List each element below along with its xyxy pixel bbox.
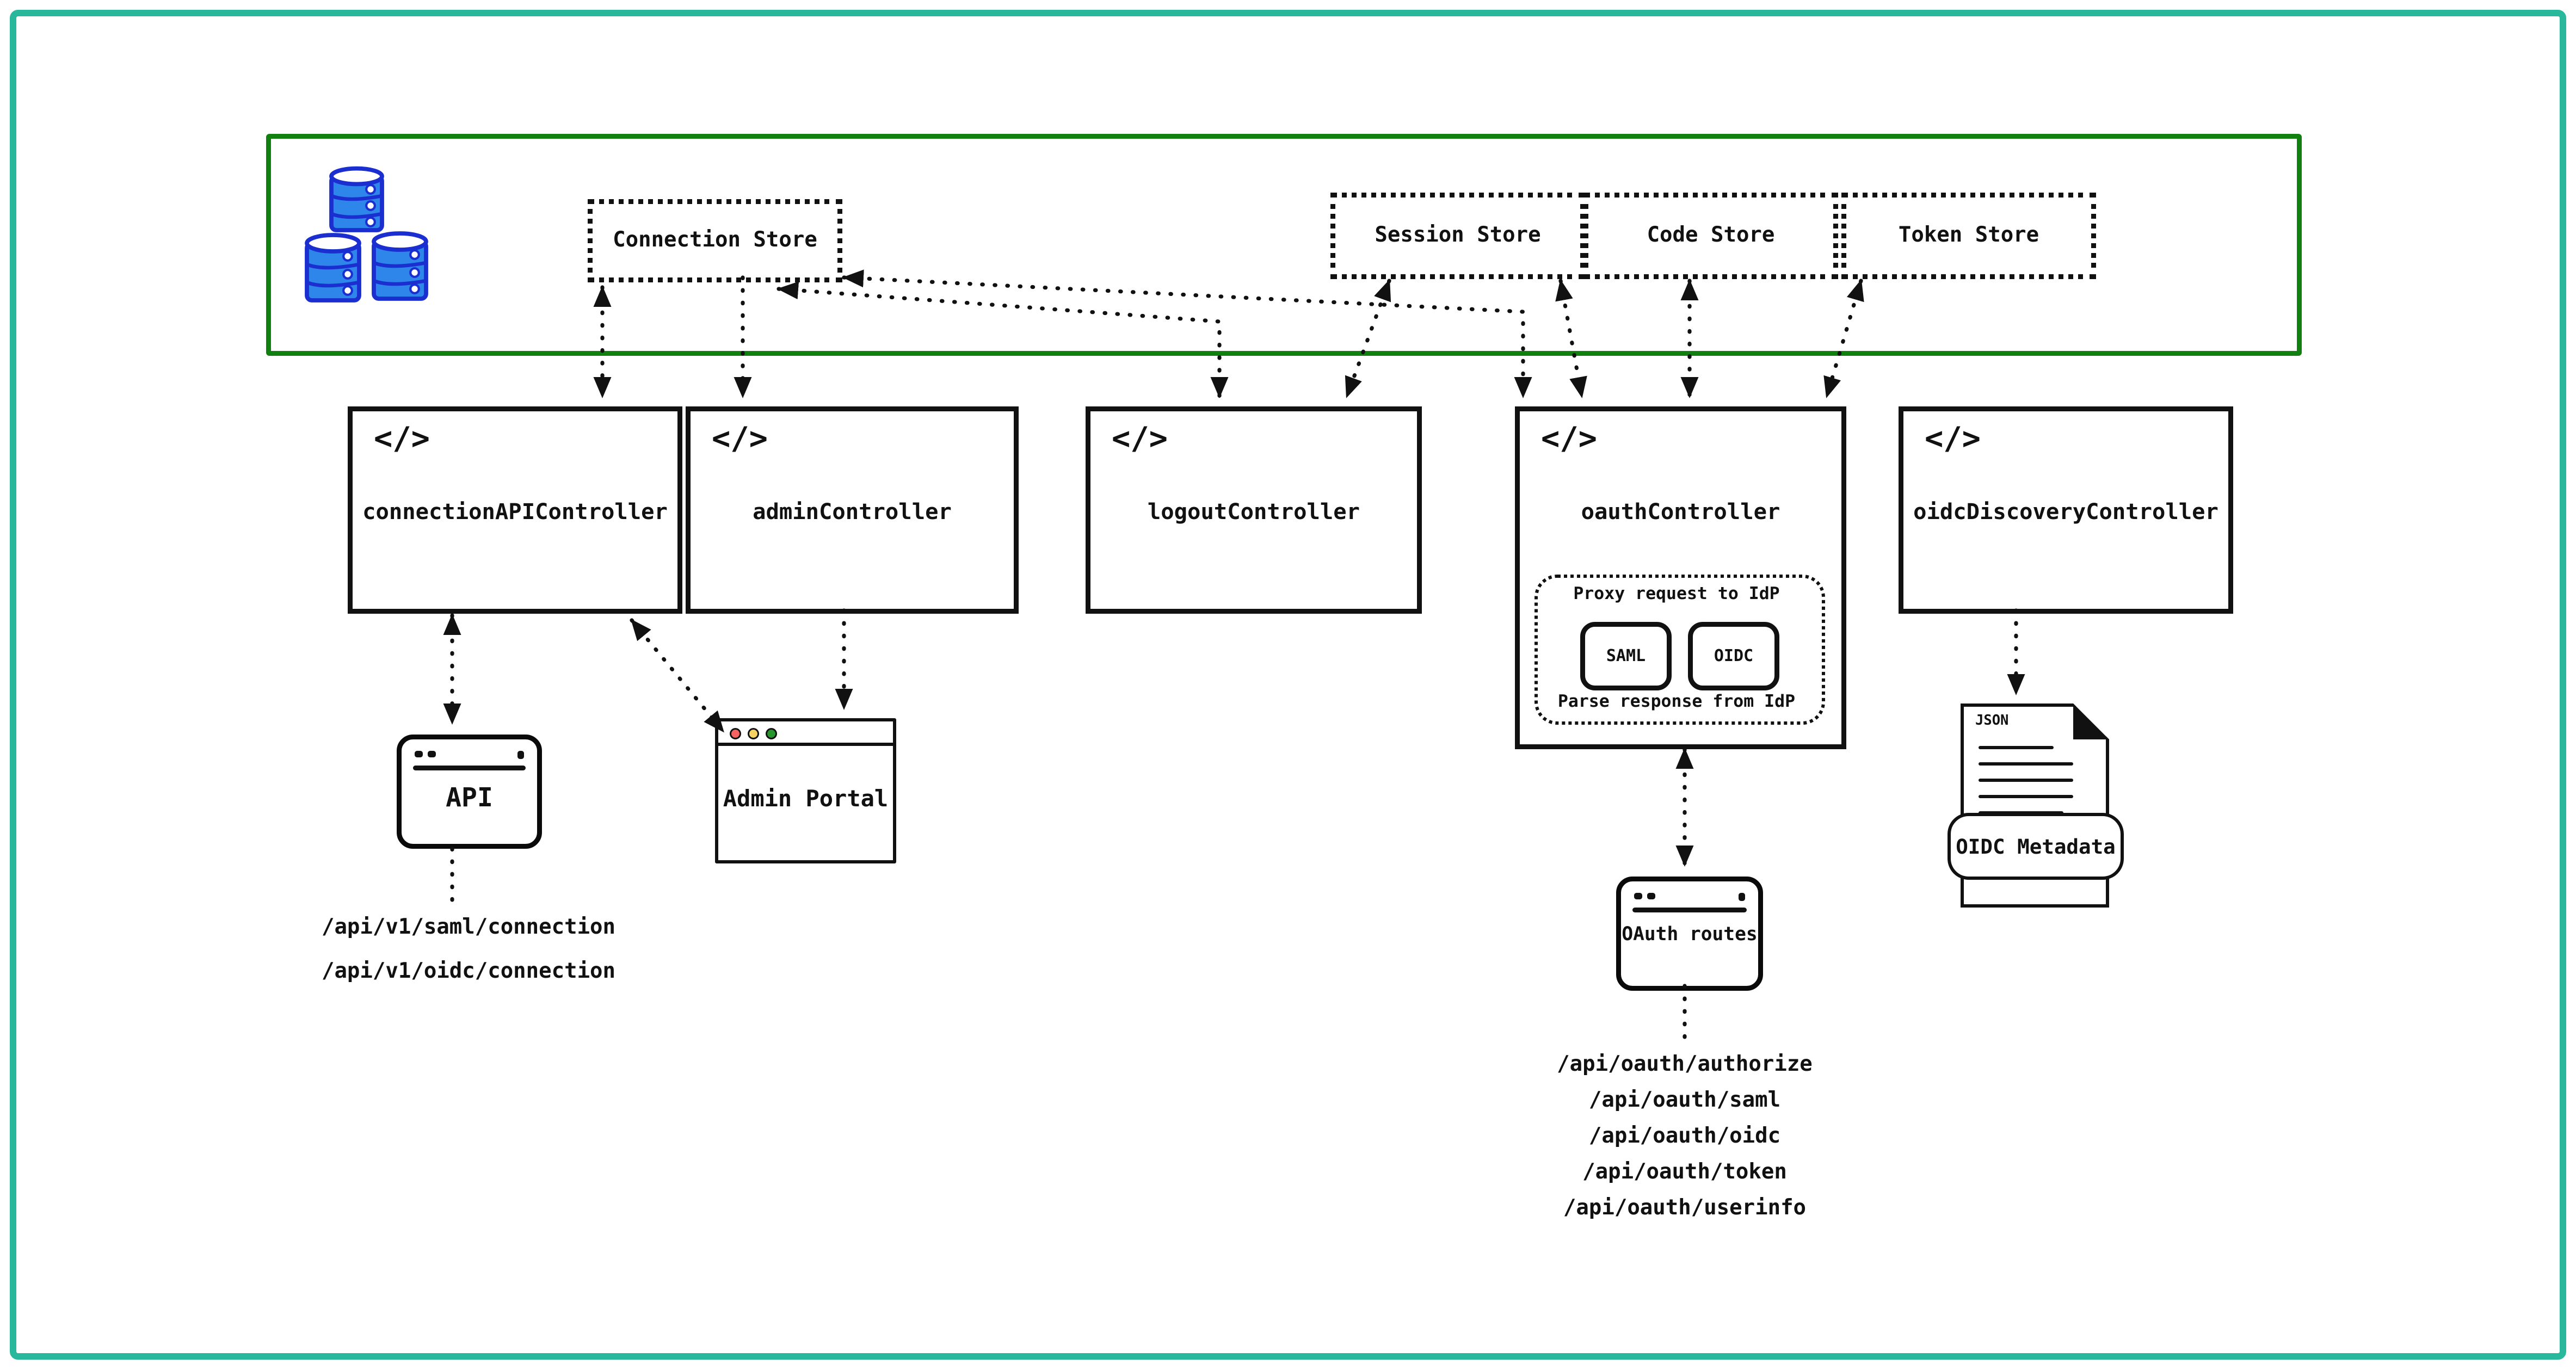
- page-fold-shadow: [2073, 703, 2109, 739]
- saml-chip: SAML: [1580, 622, 1672, 690]
- window-dot: [1737, 893, 1745, 900]
- oidc-label: OIDC: [1714, 647, 1754, 665]
- window-dot: [1647, 893, 1655, 899]
- oauth-routes-window-icon: OAuth routes: [1616, 877, 1763, 991]
- window-dot: [516, 751, 524, 758]
- traffic-light-red: [730, 727, 741, 739]
- token-store-label: Token Store: [1898, 224, 2039, 248]
- window-toolbar-rule: [413, 766, 526, 770]
- outer-teal-frame: [10, 10, 2566, 1360]
- window-dot: [428, 751, 436, 757]
- api-route-oidc: /api/v1/oidc/connection: [321, 960, 616, 984]
- window-dot: [415, 751, 423, 757]
- api-window-icon: API: [397, 735, 542, 849]
- session-store-label: Session Store: [1375, 224, 1541, 248]
- parse-response-label: Parse response from IdP: [1557, 692, 1796, 712]
- oauth-route-userinfo: /api/oauth/userinfo: [1563, 1196, 1807, 1221]
- connection-api-controller-label: connectionAPIController: [362, 499, 668, 526]
- oauth-route-oidc: /api/oauth/oidc: [1588, 1125, 1781, 1149]
- admin-portal-window: Admin Portal: [715, 718, 896, 863]
- logout-controller-box: </> logoutController: [1086, 406, 1422, 614]
- oidc-metadata-banner: OIDC Metadata: [1948, 813, 2124, 880]
- admin-controller-box: </> adminController: [686, 406, 1019, 614]
- code-store-label: Code Store: [1647, 224, 1775, 248]
- page-fold: [2073, 703, 2109, 739]
- proxy-request-label: Proxy request to IdP: [1573, 584, 1780, 604]
- admin-portal-label: Admin Portal: [723, 787, 889, 813]
- api-window-label: API: [446, 782, 493, 813]
- database-icon: [305, 166, 428, 303]
- oauth-controller-label: oauthController: [1581, 499, 1780, 526]
- window-toolbar-rule: [718, 743, 893, 745]
- saml-label: SAML: [1606, 647, 1646, 665]
- code-icon: </>: [1112, 421, 1168, 457]
- json-file-type: JSON: [1975, 713, 2009, 730]
- oidc-discovery-controller-box: </> oidcDiscoveryController: [1899, 406, 2233, 614]
- doc-text-line: [1979, 795, 2073, 799]
- traffic-light-green: [766, 727, 777, 739]
- api-route-saml: /api/v1/saml/connection: [321, 916, 616, 940]
- connection-store-label: Connection Store: [613, 229, 817, 253]
- oauth-route-authorize: /api/oauth/authorize: [1557, 1053, 1813, 1077]
- token-store-box: Token Store: [1841, 193, 2096, 279]
- code-store-box: Code Store: [1583, 193, 1838, 279]
- doc-text-line: [1979, 762, 2073, 766]
- oidc-chip: OIDC: [1688, 622, 1779, 690]
- oauth-route-saml: /api/oauth/saml: [1588, 1089, 1781, 1113]
- code-icon: </>: [712, 421, 768, 457]
- doc-text-line: [1979, 746, 2054, 750]
- session-store-box: Session Store: [1330, 193, 1585, 279]
- window-dot: [1634, 893, 1642, 899]
- code-icon: </>: [374, 421, 430, 457]
- admin-controller-label: adminController: [753, 499, 952, 526]
- window-toolbar-rule: [1632, 908, 1747, 912]
- oauth-routes-window-label: OAuth routes: [1622, 922, 1758, 945]
- code-icon: </>: [1541, 421, 1597, 457]
- connection-api-controller-box: </> connectionAPIController: [348, 406, 682, 614]
- oidc-discovery-controller-label: oidcDiscoveryController: [1913, 499, 2218, 526]
- doc-text-line: [1979, 779, 2073, 782]
- oidc-metadata-label: OIDC Metadata: [1956, 834, 2116, 859]
- connection-store-box: Connection Store: [588, 199, 842, 282]
- code-icon: </>: [1925, 421, 1981, 457]
- logout-controller-label: logoutController: [1147, 499, 1360, 526]
- traffic-light-yellow: [748, 727, 759, 739]
- oauth-route-token: /api/oauth/token: [1582, 1161, 1787, 1185]
